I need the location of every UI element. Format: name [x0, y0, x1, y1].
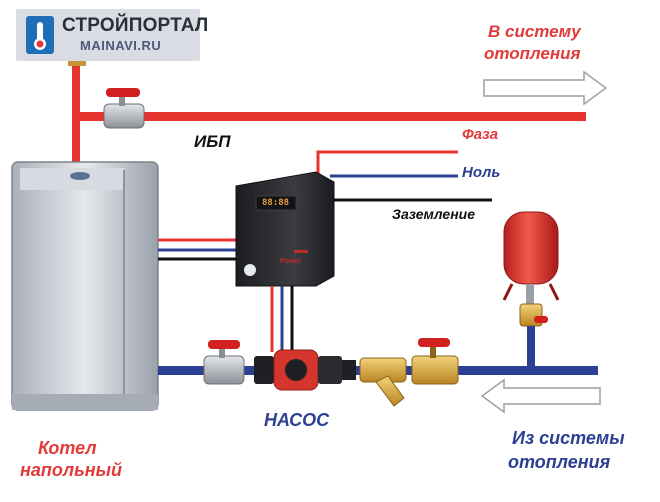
- to-heating-label-line1: В систему: [488, 22, 581, 41]
- ground-label: Заземление: [392, 206, 475, 222]
- ups-unit: [235, 171, 335, 287]
- supply-flow-arrow: [483, 70, 608, 106]
- logo-subtitle: MAINAVI.RU: [80, 38, 162, 53]
- expansion-tank: [502, 211, 560, 368]
- supply-ball-valve: [103, 88, 145, 129]
- neutral-label: Ноль: [462, 164, 501, 181]
- boiler-label-line2: напольный: [20, 460, 122, 480]
- to-heating-label-line2: отопления: [484, 44, 581, 63]
- ups-display: 88:88: [262, 198, 290, 208]
- ups-brand: Power: [280, 258, 302, 265]
- return-flow-arrow: [480, 378, 601, 414]
- ups-label: ИБП: [194, 132, 231, 151]
- circulation-pump: [254, 349, 356, 391]
- pump-label: НАСОС: [264, 410, 330, 430]
- logo-title: СТРОЙПОРТАЛ: [62, 15, 209, 36]
- return-ball-valve: [203, 340, 245, 385]
- site-logo[interactable]: СТРОЙПОРТАЛ MAINAVI.RU: [16, 9, 208, 61]
- strainer: [359, 357, 407, 407]
- boiler-label-line1: Котел: [38, 438, 97, 458]
- phase-label: Фаза: [462, 126, 499, 143]
- thermometer-logo-icon: [26, 16, 54, 54]
- supply-pipe: [72, 112, 586, 121]
- phase-wire: [316, 150, 458, 180]
- from-heating-label-line2: отопления: [508, 452, 611, 472]
- boiler: [11, 161, 159, 411]
- from-heating-label-line1: Из системы: [512, 428, 625, 448]
- brass-ball-valve: [411, 338, 459, 385]
